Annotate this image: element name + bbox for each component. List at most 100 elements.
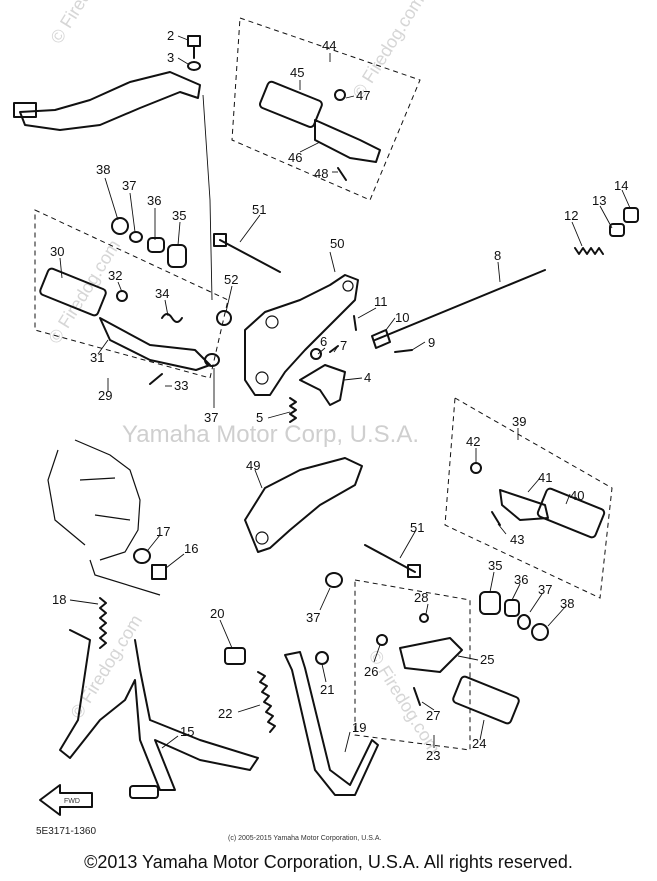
callout-14: 14 [614, 178, 628, 193]
fwd-label: FWD [64, 798, 80, 805]
callout-8: 8 [494, 248, 501, 263]
callout-33: 33 [174, 378, 188, 393]
callout-15: 15 [180, 724, 194, 739]
callout-17: 17 [156, 524, 170, 539]
callout-41: 41 [538, 470, 552, 485]
assembly-box-44 [231, 17, 421, 201]
callout-10: 10 [395, 310, 409, 325]
callout-45: 45 [290, 65, 304, 80]
pin-47 [334, 89, 346, 101]
callout-49: 49 [246, 458, 260, 473]
bolt-51-lower-head [407, 564, 421, 578]
callout-39: 39 [512, 414, 526, 429]
footpeg-24 [452, 675, 520, 725]
callout-38-lower: 38 [560, 596, 574, 611]
callout-19: 19 [352, 720, 366, 735]
bushing-35-lower [479, 591, 501, 615]
callout-38-upper: 38 [96, 162, 110, 177]
callout-37-lower-2: 37 [538, 582, 552, 597]
pin-42 [470, 462, 482, 474]
callout-16: 16 [184, 541, 198, 556]
callout-13: 13 [592, 193, 606, 208]
callout-9: 9 [428, 335, 435, 350]
callout-3: 3 [167, 50, 174, 65]
callout-11: 11 [374, 294, 388, 309]
spring-43 [491, 511, 501, 526]
watermark-site-2: © Firedog.com [348, 0, 428, 102]
cotter-6 [310, 348, 322, 360]
footpeg-40 [536, 487, 606, 539]
callout-4: 4 [364, 370, 371, 385]
callout-27: 27 [426, 708, 440, 723]
spring-48 [337, 167, 347, 181]
fwd-arrow [39, 784, 93, 816]
callout-labels: 2 3 44 45 47 46 48 51 50 38 37 36 35 30 … [50, 28, 628, 763]
assembly-box-39 [444, 397, 613, 599]
callout-5: 5 [256, 410, 263, 425]
callout-28: 28 [414, 590, 428, 605]
nut-38-lower [531, 623, 549, 641]
callout-6: 6 [320, 334, 327, 349]
nut-14 [623, 207, 639, 223]
frame-outline [47, 439, 141, 561]
bolt-33 [149, 373, 163, 385]
pin-26 [376, 634, 388, 646]
nut-38-upper [111, 217, 129, 235]
part-code: 5E3171-1360 [36, 826, 96, 837]
callout-2: 2 [167, 28, 174, 43]
main-bracket-50 [244, 274, 359, 396]
bracket-hole-a [265, 315, 279, 329]
sidestand-19 [284, 651, 379, 796]
callout-51-lower: 51 [410, 520, 424, 535]
bolt-51-lower [364, 544, 416, 573]
callout-43: 43 [510, 532, 524, 547]
callout-37-lower: 37 [306, 610, 320, 625]
stand-foot [129, 785, 159, 799]
footpeg-bracket-46 [314, 119, 381, 163]
collar-36-lower [504, 599, 520, 617]
washer-37-lower-2 [517, 614, 531, 630]
bushing-35-upper [167, 244, 187, 268]
callout-32: 32 [108, 268, 122, 283]
watermark-center: Yamaha Motor Corp, U.S.A. [122, 421, 419, 448]
bracket-hole-c [255, 371, 269, 385]
small-copyright: (c) 2005-2015 Yamaha Motor Corporation, … [228, 835, 381, 842]
callout-34: 34 [155, 286, 169, 301]
callout-26: 26 [364, 664, 378, 679]
adjuster-13 [609, 223, 625, 237]
callout-37-mid: 37 [204, 410, 218, 425]
spring-5 [289, 397, 297, 423]
brake-pedal-pad [13, 102, 37, 118]
callout-31: 31 [90, 350, 104, 365]
main-stand-15 [59, 629, 259, 791]
pin-9 [394, 349, 413, 353]
cotter-11 [353, 315, 357, 331]
callout-21: 21 [320, 682, 334, 697]
footpeg-bracket-31 [99, 317, 211, 371]
callout-48: 48 [314, 166, 328, 181]
washer-37-lower [325, 572, 343, 588]
watermark-site-5: © Firedog.com [66, 611, 146, 722]
callout-36-upper: 36 [147, 193, 161, 208]
callout-35-upper: 35 [172, 208, 186, 223]
bolt-51-upper-head [213, 233, 227, 247]
clevis-10 [371, 329, 391, 349]
callout-36-lower: 36 [514, 572, 528, 587]
assembly-box-23 [354, 579, 471, 751]
footpeg-bracket-25 [399, 637, 463, 673]
callout-18: 18 [52, 592, 66, 607]
callout-25: 25 [480, 652, 494, 667]
watermark-site-1: © Firedog.com [46, 0, 126, 47]
callout-30: 30 [50, 244, 64, 259]
brake-arm-4 [299, 364, 346, 406]
brake-pedal [19, 71, 201, 131]
footpeg-45 [259, 80, 323, 129]
bolt-16 [151, 564, 167, 580]
callout-47: 47 [356, 88, 370, 103]
callout-12: 12 [564, 208, 578, 223]
callout-40: 40 [570, 488, 584, 503]
assembly-box-29 [34, 209, 229, 379]
callout-52: 52 [224, 272, 238, 287]
bracket-hole-b [342, 280, 354, 292]
